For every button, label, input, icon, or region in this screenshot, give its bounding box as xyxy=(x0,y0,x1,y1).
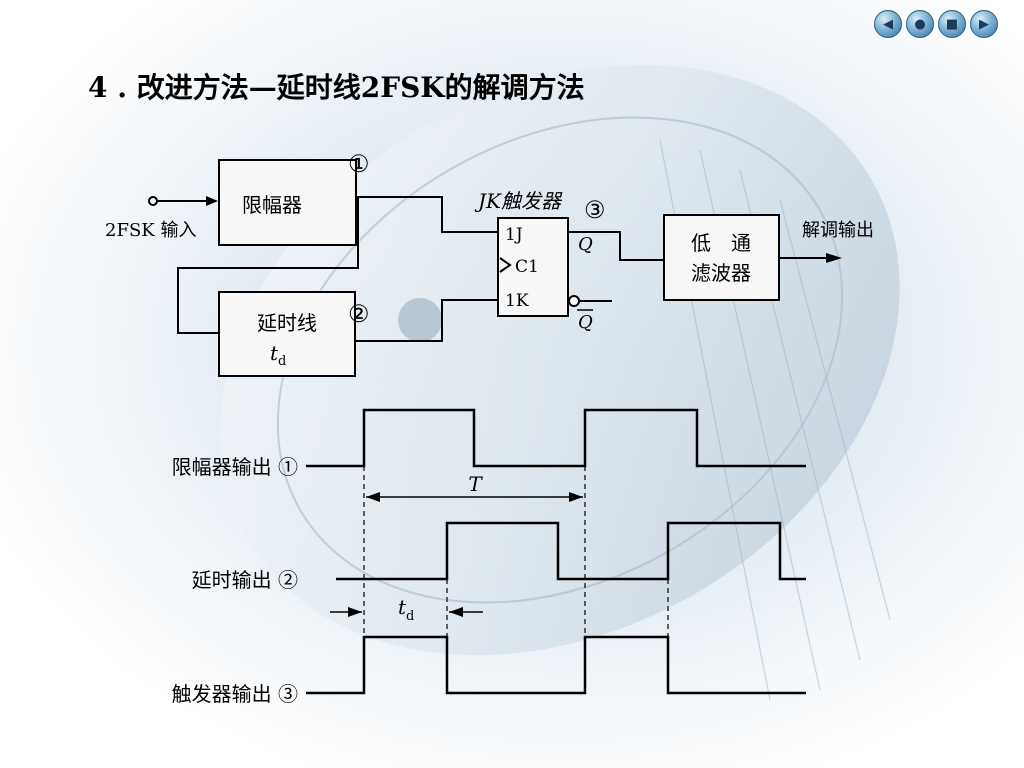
q-output-label: Q xyxy=(578,234,593,255)
limiter-label: 限幅器 xyxy=(242,193,302,217)
waveform-delay-output xyxy=(336,521,806,581)
waveform-3-label: 触发器输出 ③ xyxy=(172,682,298,706)
pin-1k-label: 1K xyxy=(505,291,529,311)
input-label: 2FSK 输入 xyxy=(105,220,196,241)
node-1-label: ① xyxy=(348,150,370,178)
next-button[interactable]: ▶ xyxy=(970,10,998,38)
td-label: t xyxy=(398,595,407,619)
pin-c1-label: C1 xyxy=(515,257,539,277)
prev-button[interactable]: ◀ xyxy=(874,10,902,38)
lpf-label-line1: 低 通 xyxy=(691,231,751,255)
node-3-label: ③ xyxy=(584,196,606,224)
save-button[interactable]: ■ xyxy=(938,10,966,38)
delay-td-subscript: d xyxy=(278,354,286,369)
qbar-output-label: Q xyxy=(578,312,593,333)
delay-td-label: t xyxy=(270,341,279,365)
jk-flipflop-box xyxy=(497,217,569,317)
delay-line-box xyxy=(218,291,356,377)
pin-1j-label: 1J xyxy=(505,225,523,245)
waveform-trigger-output xyxy=(306,635,806,695)
limiter-box xyxy=(218,159,357,246)
lowpass-filter-box xyxy=(663,214,780,301)
input-terminal xyxy=(148,196,158,206)
node-2-label: ② xyxy=(348,300,370,328)
timing-guides xyxy=(363,466,669,637)
waveform-limiter-output xyxy=(306,408,806,468)
jk-title: JK触发器 xyxy=(474,189,563,213)
delay-line-label: 延时线 xyxy=(257,311,317,335)
output-label: 解调输出 xyxy=(802,220,874,241)
lpf-label-line2: 滤波器 xyxy=(691,261,751,285)
slide-title: 4 . 改进方法—延时线2FSK的解调方法 xyxy=(88,71,585,104)
period-label: T xyxy=(468,472,483,496)
home-button[interactable]: ● xyxy=(906,10,934,38)
waveform-1-label: 限幅器输出 ① xyxy=(172,455,298,479)
nav-buttons: ◀ ● ■ ▶ xyxy=(874,10,998,38)
td-subscript: d xyxy=(406,609,414,624)
waveform-2-label: 延时输出 ② xyxy=(192,568,298,592)
